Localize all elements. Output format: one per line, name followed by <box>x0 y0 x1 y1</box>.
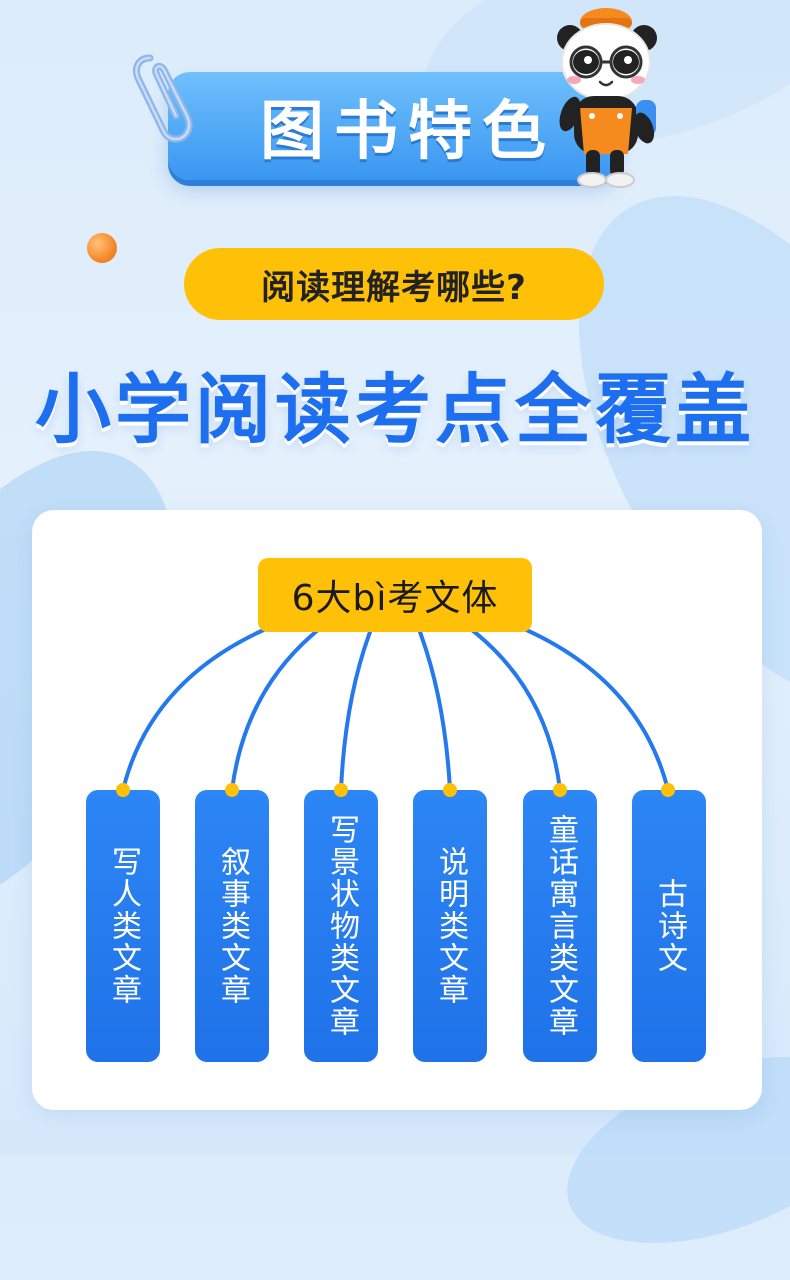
question-pill-text: 阅读理解考哪些? <box>261 267 527 308</box>
category-card-1: 写人类文章 <box>86 790 160 1062</box>
banner-title: 图书特色 <box>260 95 556 169</box>
category-label: 写人类文章 <box>106 846 141 1006</box>
main-headline: 小学阅读考点全覆盖 <box>35 365 755 454</box>
category-label: 写景状物类文章 <box>324 814 359 1038</box>
connector-line-6 <box>520 626 670 792</box>
category-card-6: 古诗文 <box>632 790 706 1062</box>
connector-line-2 <box>230 628 320 792</box>
center-label: 6大bì考文体 <box>291 578 499 619</box>
category-card-3: 写景状物类文章 <box>304 790 378 1062</box>
connector-dot-2 <box>225 783 239 797</box>
connector-line-5 <box>470 628 562 792</box>
panda-mascot-icon <box>557 8 657 188</box>
connector-dot-5 <box>553 783 567 797</box>
connector-lines <box>121 626 670 792</box>
question-pill: 阅读理解考哪些? <box>184 248 604 320</box>
connector-line-1 <box>121 626 270 792</box>
connector-dot-4 <box>443 783 457 797</box>
connector-dot-1 <box>116 783 130 797</box>
category-label: 叙事类文章 <box>215 846 250 1006</box>
center-label-box: 6大bì考文体 <box>258 558 532 632</box>
category-card-5: 童话寓言类文章 <box>523 790 597 1062</box>
category-card-2: 叙事类文章 <box>195 790 269 1062</box>
category-card-4: 说明类文章 <box>413 790 487 1062</box>
category-label: 说明类文章 <box>433 846 468 1006</box>
title-banner: 图书特色 <box>168 72 618 180</box>
connector-line-4 <box>418 630 452 792</box>
connector-dot-6 <box>661 783 675 797</box>
category-label: 童话寓言类文章 <box>543 814 578 1038</box>
category-label: 古诗文 <box>652 878 687 974</box>
connector-line-3 <box>339 630 372 792</box>
paperclip-icon <box>133 54 193 143</box>
orange-dot-icon <box>87 233 117 263</box>
connector-dot-3 <box>334 783 348 797</box>
